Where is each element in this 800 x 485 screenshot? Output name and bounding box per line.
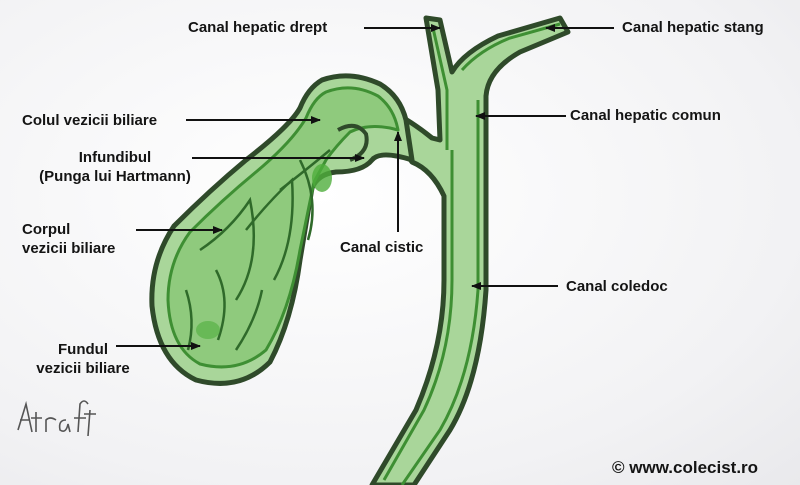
label-canal-hepatic-stang: Canal hepatic stang	[622, 19, 764, 36]
label-fundul: Fundul vezicii biliare	[8, 340, 158, 378]
copyright-notice: © www.colecist.ro	[612, 458, 759, 477]
dark-spot	[312, 164, 332, 192]
label-fundul-line2: vezicii biliare	[36, 360, 130, 377]
label-canal-hepatic-comun: Canal hepatic comun	[570, 107, 721, 124]
duct-wall-left-2	[382, 150, 454, 481]
duct-wall-right	[400, 100, 480, 485]
label-canal-cistic: Canal cistic	[340, 239, 424, 256]
label-corpul: Corpul vezicii biliare	[22, 220, 115, 258]
label-canal-coledoc: Canal coledoc	[566, 278, 668, 295]
label-infundibul-line2: (Punga lui Hartmann)	[39, 168, 191, 185]
artist-signature	[17, 400, 96, 437]
label-infundibul: Infundibul (Punga lui Hartmann)	[22, 148, 208, 186]
label-fundul-line1: Fundul	[58, 341, 108, 358]
duct-wall-branch	[460, 22, 561, 72]
label-infundibul-line1: Infundibul	[78, 149, 152, 166]
gallbladder	[149, 73, 415, 386]
duct-wall-left	[431, 27, 449, 150]
label-corpul-line2: vezicii biliare	[22, 240, 116, 257]
label-canal-hepatic-drept: Canal hepatic drept	[188, 19, 328, 36]
gallbladder-inner-wall	[166, 86, 400, 369]
bile-ducts	[367, 15, 571, 485]
label-colul-vezicii: Colul vezicii biliare	[22, 112, 158, 129]
label-corpul-line1: Corpul	[22, 221, 71, 238]
dark-spot	[196, 321, 220, 339]
mucosal-folds	[184, 149, 331, 351]
pointer-arrows	[116, 24, 614, 350]
